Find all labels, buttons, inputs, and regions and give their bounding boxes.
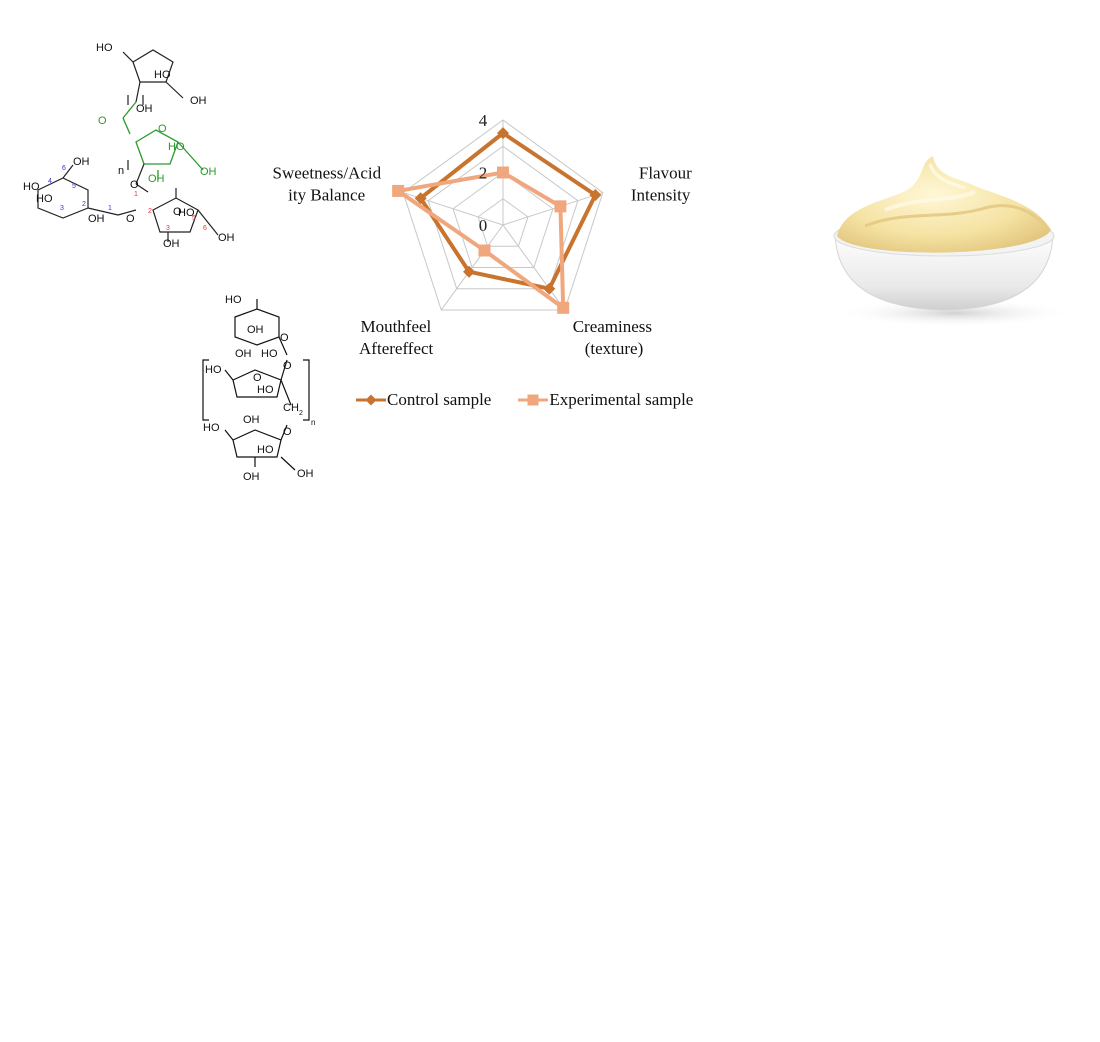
svg-text:5: 5 (192, 215, 196, 222)
radar-chart: 0 2 4 BitternessFlavourIntensityCreaminess (… (273, 95, 693, 358)
svg-text:OH: OH (190, 95, 207, 107)
legend-marker-square-icon (518, 394, 549, 406)
middle-molecule-structure: HO OH OH HO O O HO O HO OH CH 2 n HO O H… (202, 294, 315, 483)
svg-text:OH: OH (148, 173, 165, 185)
radar-point (497, 127, 509, 140)
svg-text:O: O (130, 179, 139, 191)
svg-text:OH: OH (200, 166, 217, 178)
legend-label-control: Control sample (387, 390, 492, 409)
svg-text:6: 6 (203, 225, 207, 232)
svg-text:2: 2 (148, 208, 152, 215)
radar-axis-line (502, 192, 604, 226)
radar-point (497, 166, 509, 179)
svg-text:CH: CH (283, 402, 299, 414)
radar-grid-ring (402, 119, 604, 311)
radar-point (463, 265, 476, 278)
svg-text:OH: OH (88, 213, 105, 225)
legend-item-control: Control sample (355, 390, 491, 410)
chart-legend: Control sample Experimental sample (355, 389, 719, 411)
radar-grid (402, 119, 604, 311)
radar-category-label: Sweetness/Acid (273, 164, 382, 183)
svg-text:O: O (280, 332, 289, 344)
svg-text:HO: HO (23, 181, 40, 193)
svg-text:OH: OH (218, 232, 235, 244)
radar-point (557, 301, 570, 314)
svg-text:O: O (126, 213, 135, 225)
svg-text:OH: OH (136, 103, 153, 115)
radar-category-label: (texture) (585, 339, 644, 358)
svg-text:HO: HO (96, 42, 113, 54)
radar-point (478, 244, 491, 257)
legend-item-experimental: Experimental sample (517, 390, 693, 410)
svg-text:OH: OH (243, 414, 260, 426)
svg-text:O: O (98, 115, 107, 127)
svg-text:2: 2 (82, 201, 86, 208)
radar-grid-ring (452, 171, 554, 268)
svg-text:OH: OH (163, 238, 180, 250)
radar-category-label: Bitterness (469, 95, 537, 96)
svg-text:3: 3 (60, 205, 64, 212)
radar-series-layer (392, 127, 602, 314)
svg-text:5: 5 (72, 183, 76, 190)
radar-point (392, 184, 405, 197)
svg-text:O: O (253, 372, 262, 384)
radar-point (543, 282, 556, 295)
radar-category-label: ity Balance (288, 186, 365, 205)
radar-series-line (418, 131, 598, 291)
left-molecule-structure: HO HO OH OH O O HO OH OH n O OH HO HO OH… (23, 42, 235, 250)
radar-axis-line (440, 224, 504, 311)
svg-text:HO: HO (36, 193, 53, 205)
legend-marker-diamond-icon (356, 394, 386, 406)
radar-category-label: Aftereffect (359, 339, 434, 358)
radar-tick-label: 2 (479, 164, 488, 183)
svg-text:O: O (158, 123, 167, 135)
radar-labels-layer: 0 2 4 BitternessFlavourIntensityCreaminess (… (273, 95, 693, 358)
radar-point (589, 188, 602, 201)
radar-category-label: Mouthfeel (360, 317, 431, 336)
svg-text:1: 1 (108, 205, 112, 212)
svg-text:OH: OH (297, 468, 314, 480)
svg-text:6: 6 (62, 165, 66, 172)
svg-text:HO: HO (261, 348, 278, 360)
radar-category-label: Creaminess (573, 317, 652, 336)
svg-text:HO: HO (203, 422, 220, 434)
radar-tick-label: 4 (479, 111, 488, 130)
svg-text:HO: HO (154, 69, 171, 81)
svg-text:2: 2 (299, 410, 303, 417)
svg-text:HO: HO (257, 384, 274, 396)
svg-text:OH: OH (235, 348, 252, 360)
svg-text:O: O (283, 426, 292, 438)
svg-text:n: n (311, 418, 315, 427)
svg-text:OH: OH (73, 156, 90, 168)
radar-point (414, 192, 427, 205)
svg-text:O: O (283, 360, 292, 372)
radar-grid-ring (427, 145, 579, 290)
svg-text:n: n (118, 165, 124, 177)
svg-text:HO: HO (205, 364, 222, 376)
radar-grid-ring (477, 198, 529, 247)
svg-text:HO: HO (225, 294, 242, 306)
svg-text:OH: OH (243, 471, 260, 483)
svg-text:3: 3 (166, 225, 170, 232)
radar-point (554, 200, 567, 213)
svg-text:4: 4 (48, 178, 52, 185)
svg-text:OH: OH (247, 324, 264, 336)
radar-tick-label: 0 (479, 216, 488, 235)
radar-category-label: Intensity (631, 186, 691, 205)
radar-axis-line (502, 224, 566, 311)
radar-series-line (396, 170, 566, 310)
svg-text:HO: HO (178, 207, 195, 219)
legend-label-experimental: Experimental sample (549, 390, 694, 409)
radar-category-label: Flavour (639, 164, 692, 183)
svg-text:O: O (173, 206, 182, 218)
svg-text:HO: HO (257, 444, 274, 456)
svg-text:1: 1 (134, 191, 138, 198)
cream-bowl-icon (833, 156, 1075, 327)
svg-text:HO: HO (168, 141, 185, 153)
